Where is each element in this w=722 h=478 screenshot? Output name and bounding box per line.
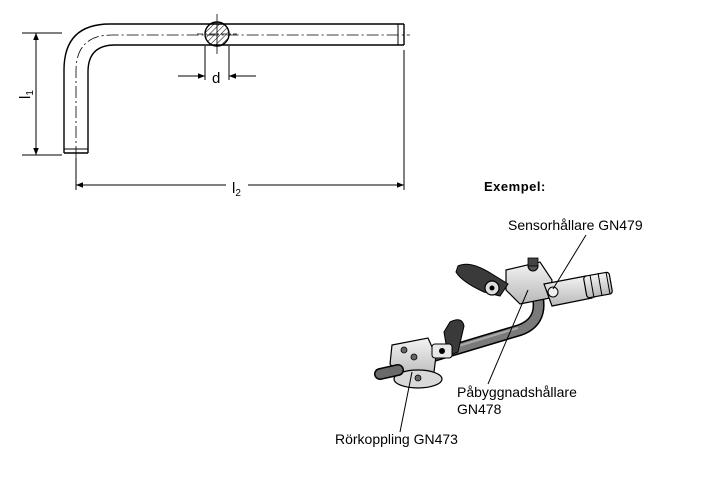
dimension-d-label: d (212, 70, 220, 87)
label-sensorhallare: Sensorhållare GN479 (508, 217, 643, 233)
dimension-d (178, 46, 256, 80)
dimension-l1 (22, 32, 62, 156)
dimension-l2-label: l2 (232, 180, 241, 199)
rod-outline (63, 23, 405, 154)
label-pabyggnadshallare: Påbyggnadshållare (457, 384, 577, 400)
dimension-l2-gap (226, 176, 248, 194)
example-heading: Exempel: (484, 179, 546, 194)
leader-lines (399, 234, 587, 433)
dimension-l2 (75, 50, 405, 190)
example-illustration (374, 257, 613, 389)
rod-centerline (75, 34, 410, 158)
dimension-l1-label: l1 (17, 90, 36, 99)
label-pabyggnadshallare-code: GN478 (457, 401, 502, 417)
cross-section (197, 14, 237, 54)
label-rorkoppling: Rörkoppling GN473 (335, 431, 458, 447)
